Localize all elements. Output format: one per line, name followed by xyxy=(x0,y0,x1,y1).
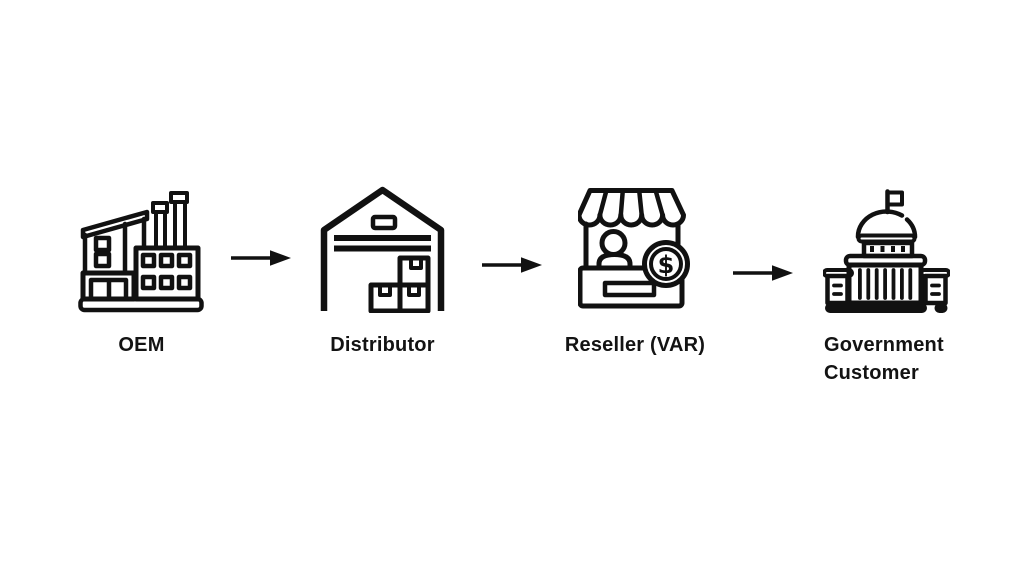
factory-icon xyxy=(78,191,204,313)
node-label-government-customer: Government Customer xyxy=(824,334,944,384)
node-label-oem: OEM xyxy=(118,334,165,356)
node-label-distributor: Distributor xyxy=(330,334,435,356)
warehouse-icon xyxy=(320,186,445,313)
node-label-reseller: Reseller (VAR) xyxy=(564,334,706,356)
flow-arrow-1 xyxy=(231,250,291,266)
dollar-sign: $ xyxy=(658,251,675,279)
capitol-building-icon xyxy=(823,189,950,313)
flow-arrow-2 xyxy=(482,257,542,273)
flow-arrow-3 xyxy=(733,265,793,281)
market-stall-icon: $ xyxy=(578,188,690,309)
